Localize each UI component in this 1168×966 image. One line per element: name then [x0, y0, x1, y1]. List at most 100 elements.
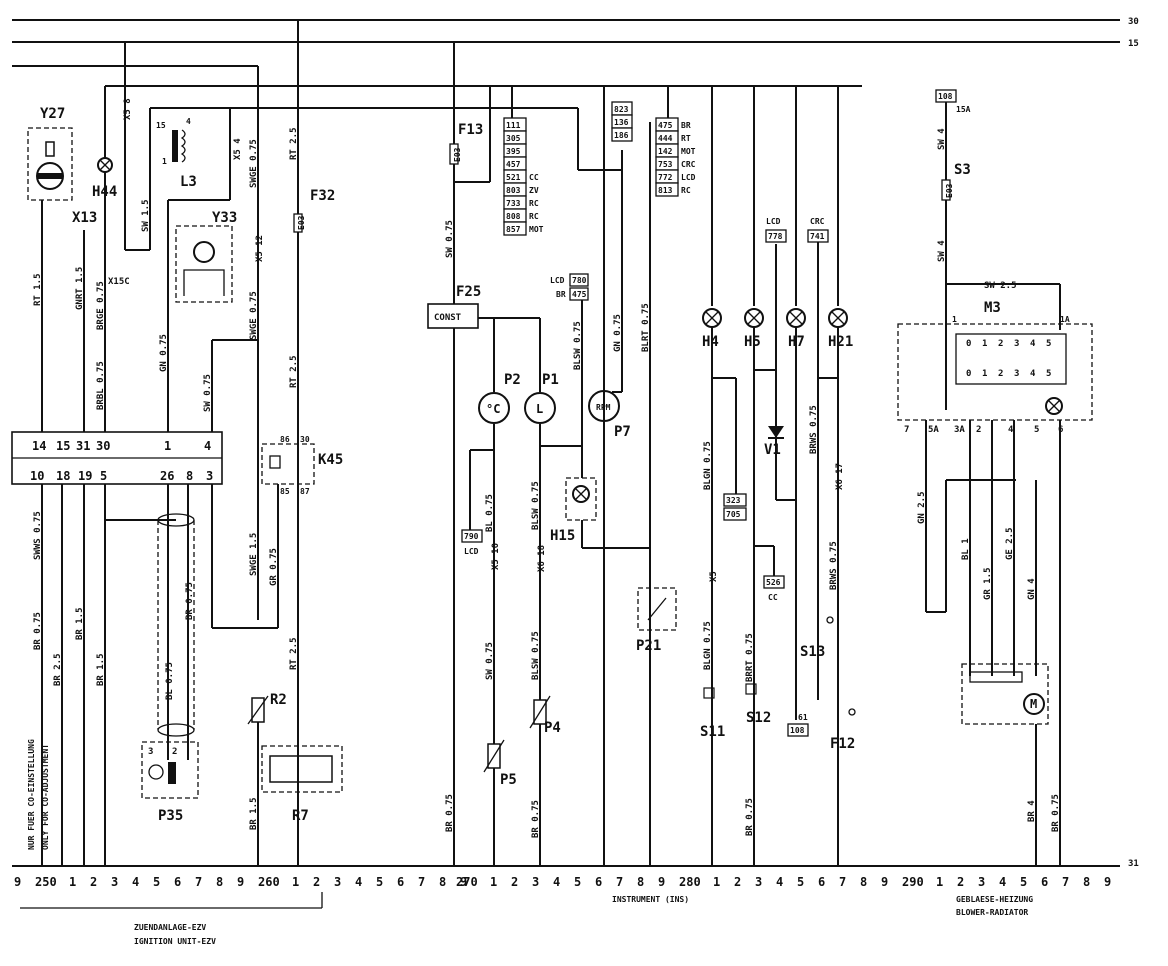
s3-pin: 4 — [1008, 425, 1014, 435]
label-f12: S3 — [954, 162, 971, 178]
tick-label: 4 — [355, 875, 362, 889]
ref-number: 521 — [506, 173, 521, 182]
ref-tag: CRC — [810, 217, 825, 226]
m3-resistor-icon — [969, 671, 1023, 683]
tick-label: 9 — [460, 875, 467, 889]
m3-box — [961, 663, 1049, 725]
v1-diode-icon — [768, 426, 784, 438]
fuse-label: E03 — [945, 183, 954, 198]
wire-label: RT 1.5 — [33, 273, 43, 306]
pin-label: 15 — [156, 121, 166, 130]
ref-number: 136 — [614, 118, 629, 127]
s3-pin: 5 — [1034, 425, 1039, 435]
wire-label: RT 2.5 — [289, 637, 299, 670]
tick-label: 1 — [490, 875, 497, 889]
tick-label: 2 — [90, 875, 97, 889]
caption-instrument: INSTRUMENT (INS) — [612, 895, 689, 904]
wire-label: SW 2.5 — [984, 281, 1017, 291]
p1-level-gauge-icon — [524, 392, 556, 424]
ref-778 — [765, 229, 787, 243]
k45-box — [261, 443, 315, 485]
label-y27: Y27 — [40, 106, 65, 122]
tick-label: 4 — [776, 875, 783, 889]
label-p35: P35 — [158, 808, 183, 824]
h44-cross-b — [99, 159, 111, 171]
caption-blower-de: GEBLAESE-HEIZUNG — [956, 895, 1033, 904]
tick-label: 8 — [216, 875, 223, 889]
rail-15-label: 15 — [1128, 39, 1139, 49]
wire-label: SW 1.5 — [141, 199, 151, 232]
s3-pin: 1 — [982, 369, 987, 379]
tick-label: 260 — [258, 875, 280, 889]
y33-valve-icon — [193, 241, 215, 263]
p2-glyph: °C — [486, 402, 500, 416]
tick-label: 4 — [553, 875, 560, 889]
pin-label: 30 — [96, 439, 110, 453]
ref-tag: MOT — [529, 225, 544, 234]
label-s11: S12 — [746, 710, 771, 726]
tick-label: 2 — [734, 875, 741, 889]
ref-number: 526 — [766, 578, 781, 587]
wire-label: GN 0.75 — [159, 334, 169, 372]
tick-label: 8 — [860, 875, 867, 889]
wire-label: GN 4 — [1027, 578, 1037, 600]
pin-label: 87 — [300, 487, 310, 496]
ref-number: 823 — [614, 105, 629, 114]
rail-30-label: 30 — [1128, 17, 1139, 27]
ref-tag: 15A — [956, 105, 971, 114]
ref-tag: ZV — [529, 186, 539, 195]
p5-arrow — [483, 739, 505, 773]
y27-valve — [36, 162, 64, 190]
wire-label: BRGE 0.75 — [96, 281, 106, 330]
label-p2: P2 — [504, 372, 521, 388]
ref-number: 108 — [938, 92, 953, 101]
ref-box-cell — [611, 127, 633, 142]
wire-label: RT 2.5 — [289, 355, 299, 388]
p7-rpm-gauge-icon — [588, 390, 620, 422]
ref-number: 778 — [768, 232, 783, 241]
p21-sensor-icon — [647, 597, 667, 621]
s3-pin: 3A — [954, 425, 965, 435]
wire-label: BRBL 0.75 — [96, 361, 106, 410]
section-ignition: Y27 RT 1.5 H44 SW 1.5 X5 8 L3 15 1 4 GN … — [11, 66, 578, 866]
ref-tag: CC — [768, 593, 778, 602]
ref-number: 108 — [790, 726, 805, 735]
connector-label: X5 4 — [233, 138, 243, 160]
tick-label: 3 — [334, 875, 341, 889]
h7-cross-b — [789, 311, 803, 325]
wire-label: SWGE 1.5 — [249, 533, 259, 576]
s3-pin: 3 — [1014, 369, 1019, 379]
label-h21: H21 — [828, 334, 853, 350]
s3-pin: 0 — [966, 369, 971, 379]
tick-label: 6 — [818, 875, 825, 889]
tick-label: 3 — [532, 875, 539, 889]
wire-label: BR 0.75 — [531, 800, 541, 838]
label-h5: H5 — [744, 334, 761, 350]
y27-coil — [45, 141, 55, 157]
ref-number: 305 — [506, 134, 521, 143]
ref-number: 142 — [658, 147, 673, 156]
ref-790 — [461, 529, 483, 543]
ref-number: 741 — [810, 232, 825, 241]
wire-label: BLSW 0.75 — [531, 631, 541, 680]
f32-fuse-icon — [293, 213, 303, 233]
tick-label: 7 — [1062, 875, 1069, 889]
tick-label: 5 — [153, 875, 160, 889]
pin-label: 3 — [148, 747, 153, 757]
y33-box — [175, 225, 233, 303]
tick-label: 9 — [237, 875, 244, 889]
m3-motor-icon — [1023, 693, 1045, 715]
pin-label: 4 — [204, 439, 211, 453]
wire-label: BR 1.5 — [75, 607, 85, 640]
footer-captions: ZUENDANLAGE-EZV IGNITION UNIT-EZV INSTRU… — [20, 892, 1033, 946]
s3-pin: 7 — [904, 425, 909, 435]
wire-label: BLRT 0.75 — [641, 303, 651, 352]
label-f13: F13 — [458, 122, 483, 138]
connector-label: X5 10 — [491, 543, 501, 570]
ref-tag: RC — [529, 212, 539, 221]
ref-number: 395 — [506, 147, 521, 156]
tick-label: 2 — [957, 875, 964, 889]
wire-label: GN 2.5 — [917, 491, 927, 524]
